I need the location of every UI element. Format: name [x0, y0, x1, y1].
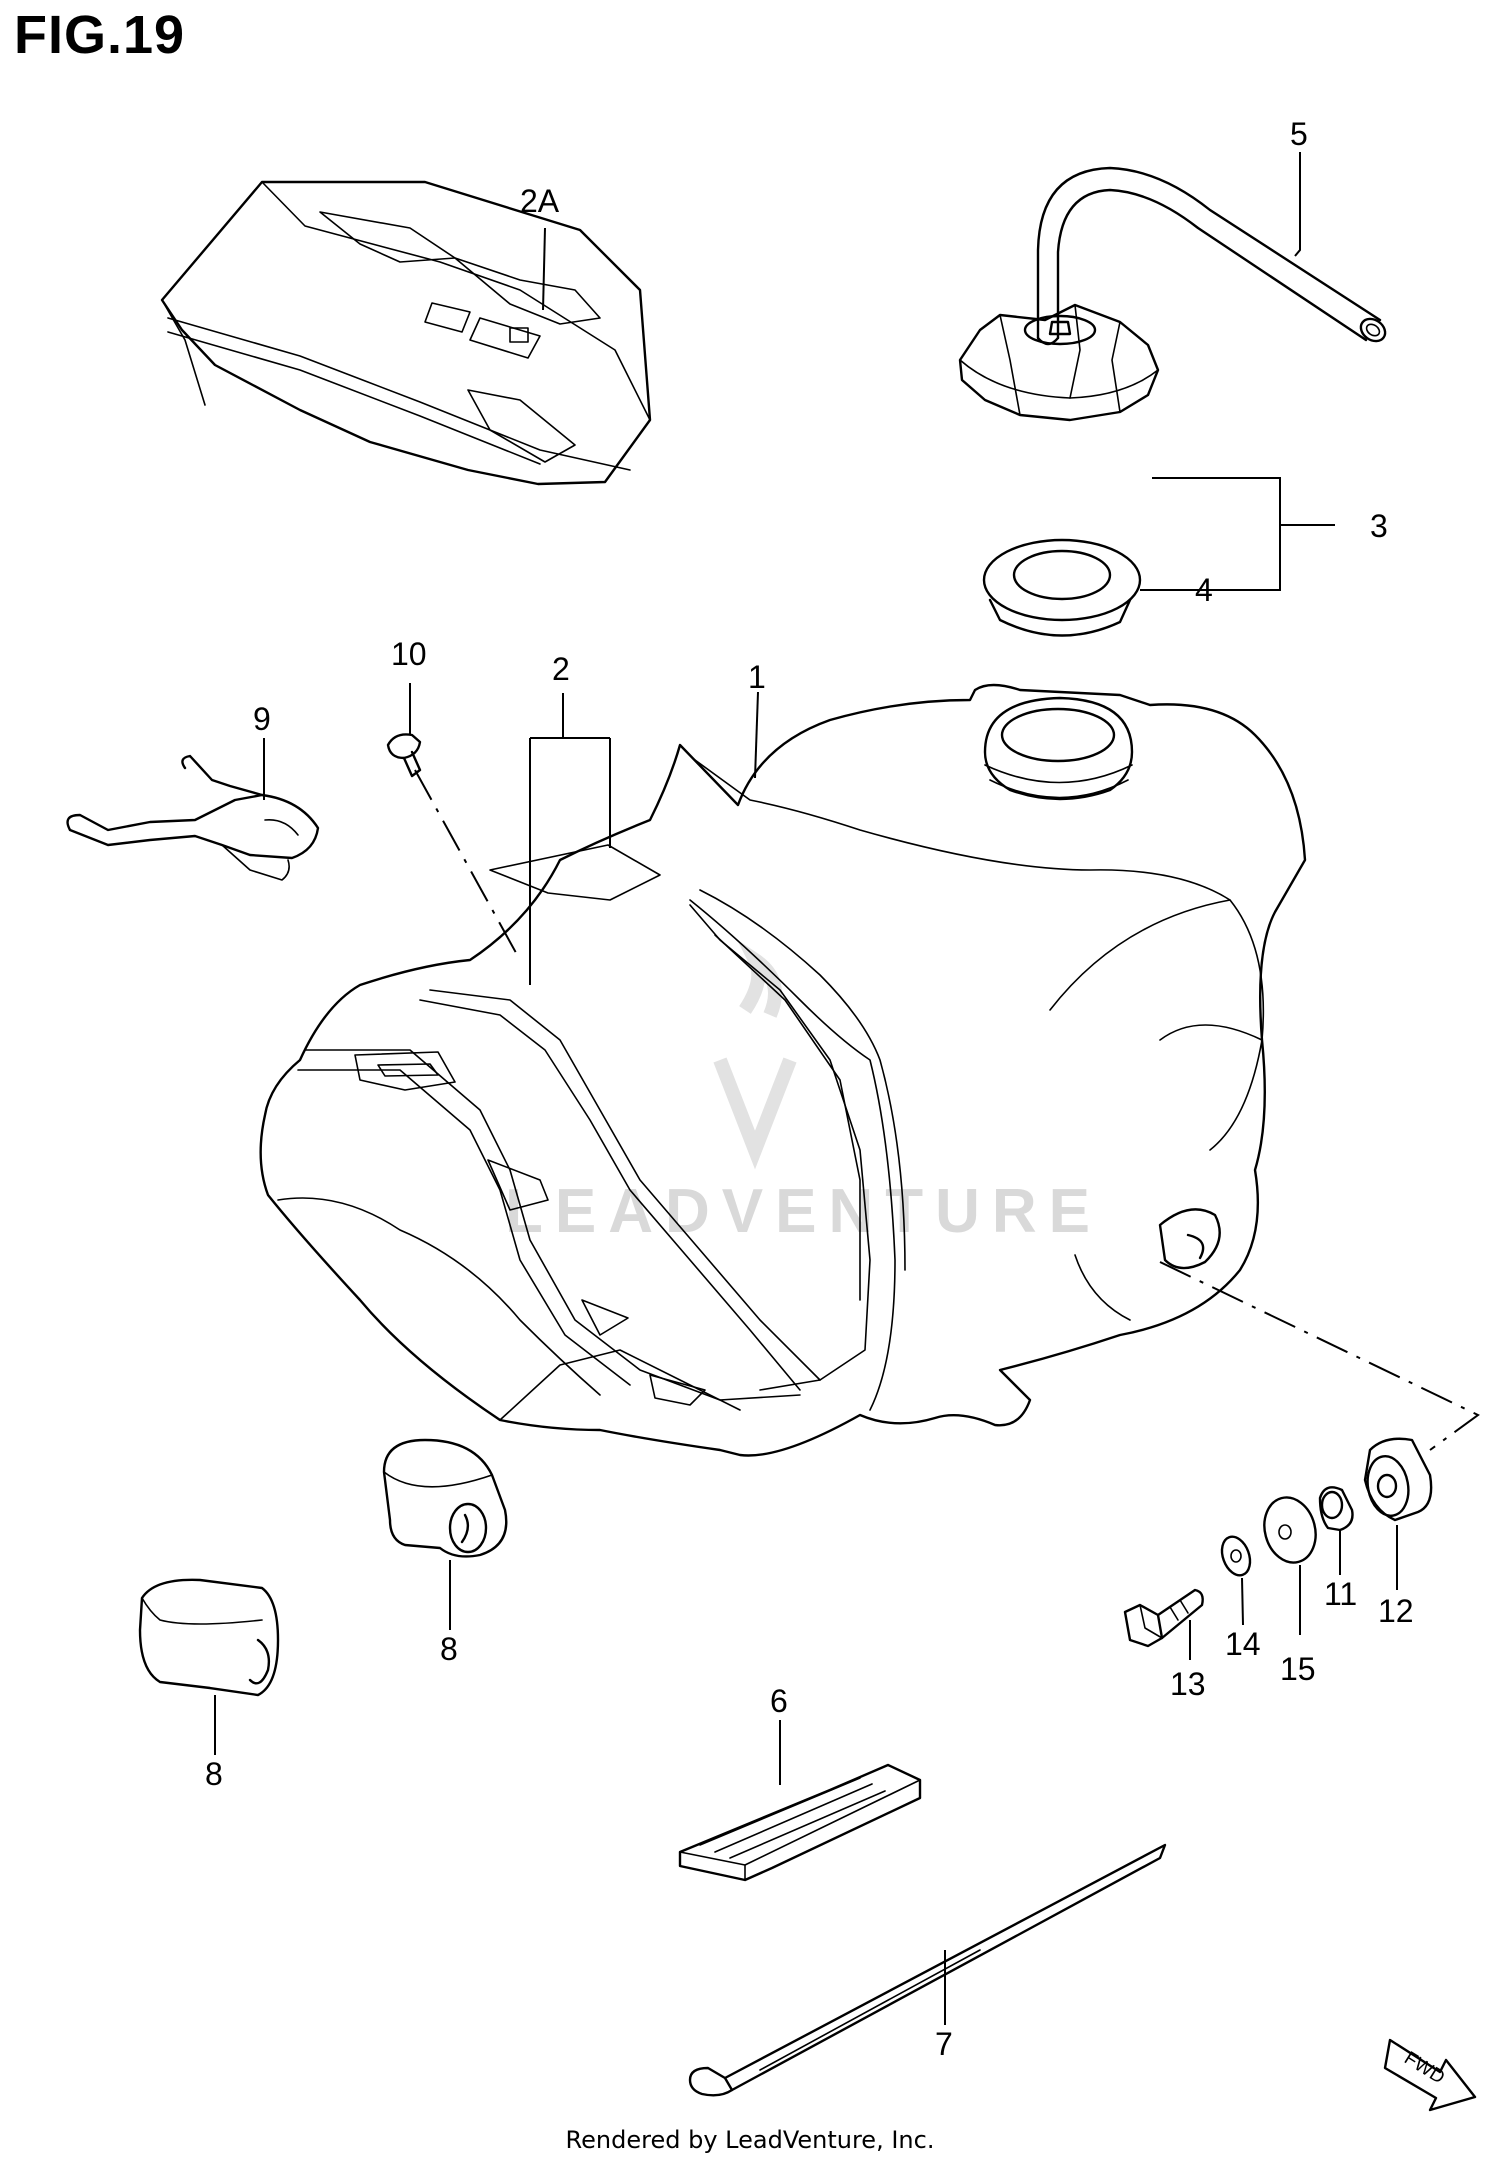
figure-title: FIG.19 — [14, 5, 186, 65]
part-14-washer[interactable] — [1217, 1533, 1255, 1579]
watermark-logo-icon — [713, 939, 797, 1170]
part-11-collar[interactable] — [1318, 1486, 1354, 1532]
callout-1[interactable]: 1 — [748, 659, 766, 695]
callout-15[interactable]: 15 — [1280, 1651, 1316, 1687]
part-1-fuel-tank[interactable] — [259, 683, 1307, 1457]
callout-9[interactable]: 9 — [253, 701, 271, 737]
part-2-tank-decal[interactable] — [489, 844, 661, 901]
callout-14[interactable]: 14 — [1225, 1626, 1261, 1662]
part-5-breather-hose[interactable] — [1036, 166, 1389, 346]
leader-lines — [214, 152, 1398, 2025]
callout-4[interactable]: 4 — [1195, 572, 1213, 608]
watermark-text: LEADVENTURE — [505, 1177, 1102, 1246]
callout-8-lower[interactable]: 8 — [205, 1756, 223, 1792]
callout-8-upper[interactable]: 8 — [440, 1631, 458, 1667]
part-9-clip[interactable] — [66, 754, 320, 881]
part-8-cushion-upper[interactable] — [382, 1438, 508, 1558]
part-15-washer[interactable] — [1257, 1492, 1322, 1569]
part-6-cushion-strip[interactable] — [678, 1763, 922, 1882]
callout-2[interactable]: 2 — [552, 651, 570, 687]
watermark: LEADVENTURE — [505, 939, 1102, 1246]
callout-10[interactable]: 10 — [391, 636, 427, 672]
callout-7[interactable]: 7 — [935, 2026, 953, 2062]
callout-labels: 1 2 2A 3 4 5 6 7 8 8 9 10 11 12 13 14 15 — [205, 116, 1414, 2062]
callout-3[interactable]: 3 — [1370, 508, 1388, 544]
callout-11[interactable]: 11 — [1324, 1576, 1357, 1612]
callout-5[interactable]: 5 — [1290, 116, 1308, 152]
callout-12[interactable]: 12 — [1378, 1593, 1414, 1629]
part-13-bolt[interactable] — [1123, 1588, 1204, 1648]
part-8-cushion-lower[interactable] — [138, 1578, 280, 1697]
part-10-screw[interactable] — [386, 733, 422, 778]
part-4-cap-gasket[interactable] — [982, 538, 1142, 637]
part-7-tie-strap[interactable] — [688, 1843, 1167, 2097]
fwd-arrow-badge: FWD — [1383, 2038, 1477, 2112]
assembly-lines — [414, 769, 1480, 1451]
callout-13[interactable]: 13 — [1170, 1666, 1206, 1702]
part-2A-shroud[interactable] — [160, 180, 652, 486]
footer-credit: Rendered by LeadVenture, Inc. — [565, 2126, 935, 2154]
callout-6[interactable]: 6 — [770, 1683, 788, 1719]
part-12-grommet[interactable] — [1363, 1437, 1433, 1522]
callout-2A[interactable]: 2A — [520, 183, 560, 219]
part-3-fuel-cap[interactable] — [958, 303, 1160, 422]
